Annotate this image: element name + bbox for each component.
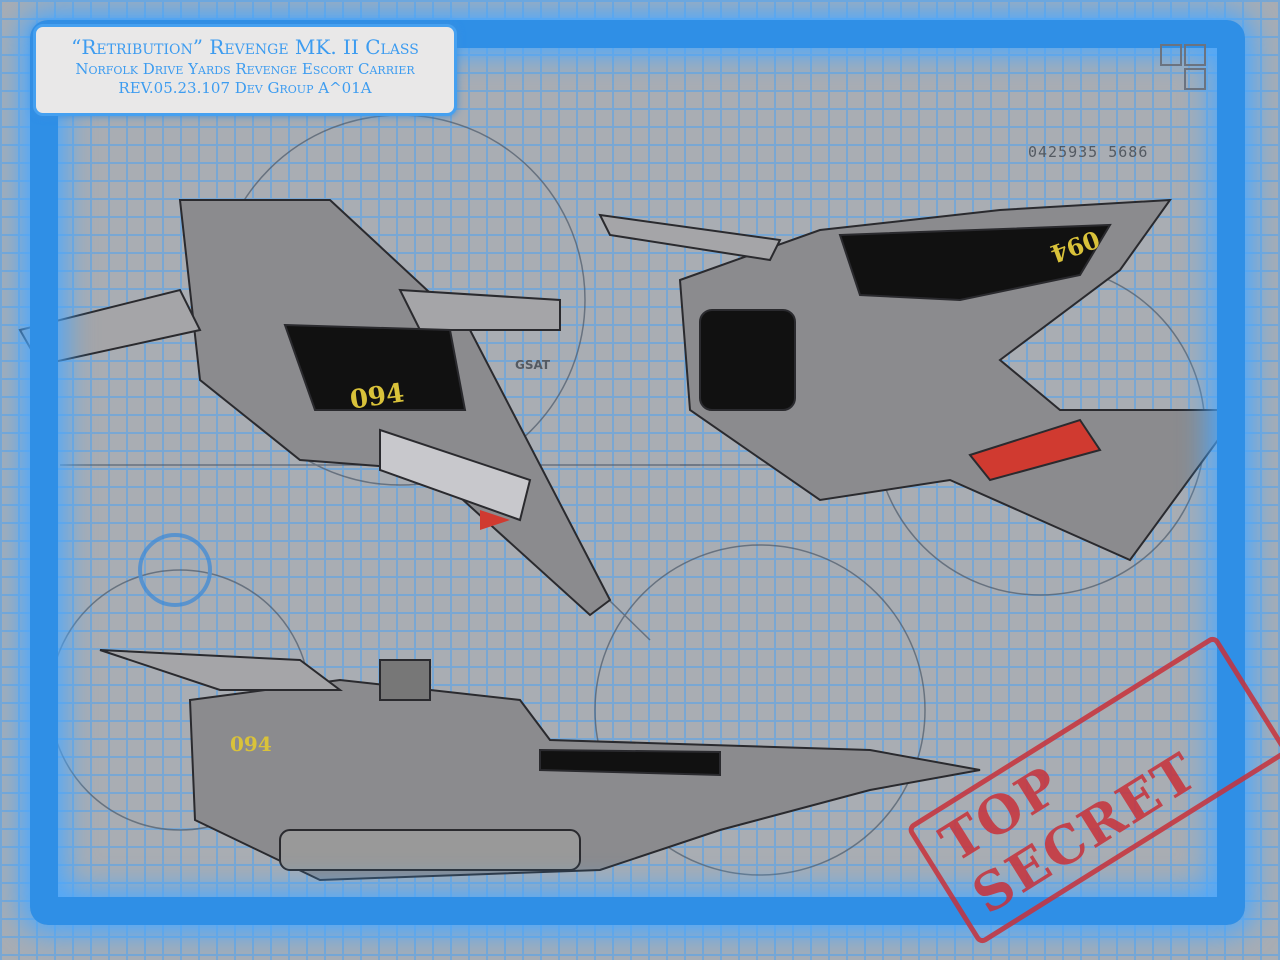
title-box: “Retribution” Revenge MK. II Class Norfo… <box>33 24 457 116</box>
gsat-label: GSAT <box>515 358 551 372</box>
revision-label: REV.05.23.107 Dev Group A^01A <box>118 79 372 97</box>
serial-code: 0425935 5686 <box>1028 143 1149 161</box>
ship-type-subtitle: Norfolk Drive Yards Revenge Escort Carri… <box>75 60 415 78</box>
ship-view-side <box>99 649 981 882</box>
ship-class-title: “Retribution” Revenge MK. II Class <box>71 35 419 59</box>
hull-number-side: 094 <box>230 732 272 756</box>
ship-view-top-left <box>18 199 612 617</box>
ship-view-top-right <box>598 198 1242 562</box>
schematic-circle <box>594 544 926 876</box>
